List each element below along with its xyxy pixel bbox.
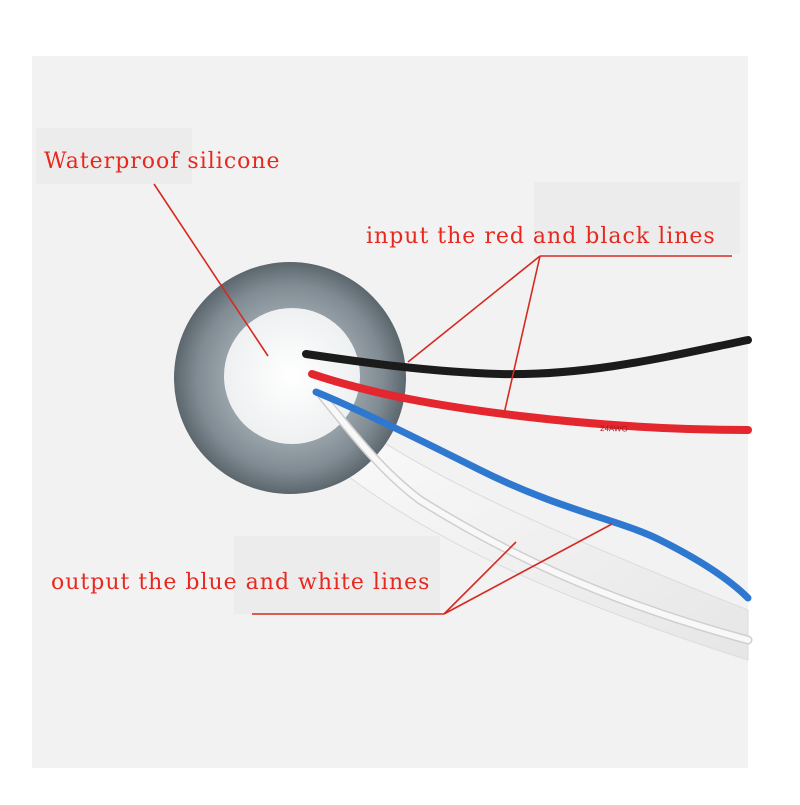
leader-output-to-white xyxy=(443,541,517,615)
blue-wire xyxy=(312,388,752,602)
leader-input-to-red xyxy=(503,255,541,415)
input-lines-label: input the red and black lines xyxy=(366,224,716,249)
white-cable-sheath xyxy=(339,419,749,661)
label-backdrop-input xyxy=(534,182,740,254)
black-wire xyxy=(302,336,752,379)
leader-input-to-black xyxy=(407,255,541,363)
output-lines-label: output the blue and white lines xyxy=(51,570,431,595)
red-wire xyxy=(308,370,752,434)
leader-waterproof xyxy=(153,183,269,357)
label-backdrop-waterproof xyxy=(36,128,192,184)
leader-output-to-blue xyxy=(443,523,613,615)
label-backdrop-output xyxy=(234,536,440,614)
white-wire-core xyxy=(319,393,751,643)
wire-printed-text: 24AWG xyxy=(600,424,628,433)
transducer-disc xyxy=(174,262,406,494)
leader-lines xyxy=(153,183,732,615)
waterproof-silicone-label: Waterproof silicone xyxy=(44,149,281,174)
